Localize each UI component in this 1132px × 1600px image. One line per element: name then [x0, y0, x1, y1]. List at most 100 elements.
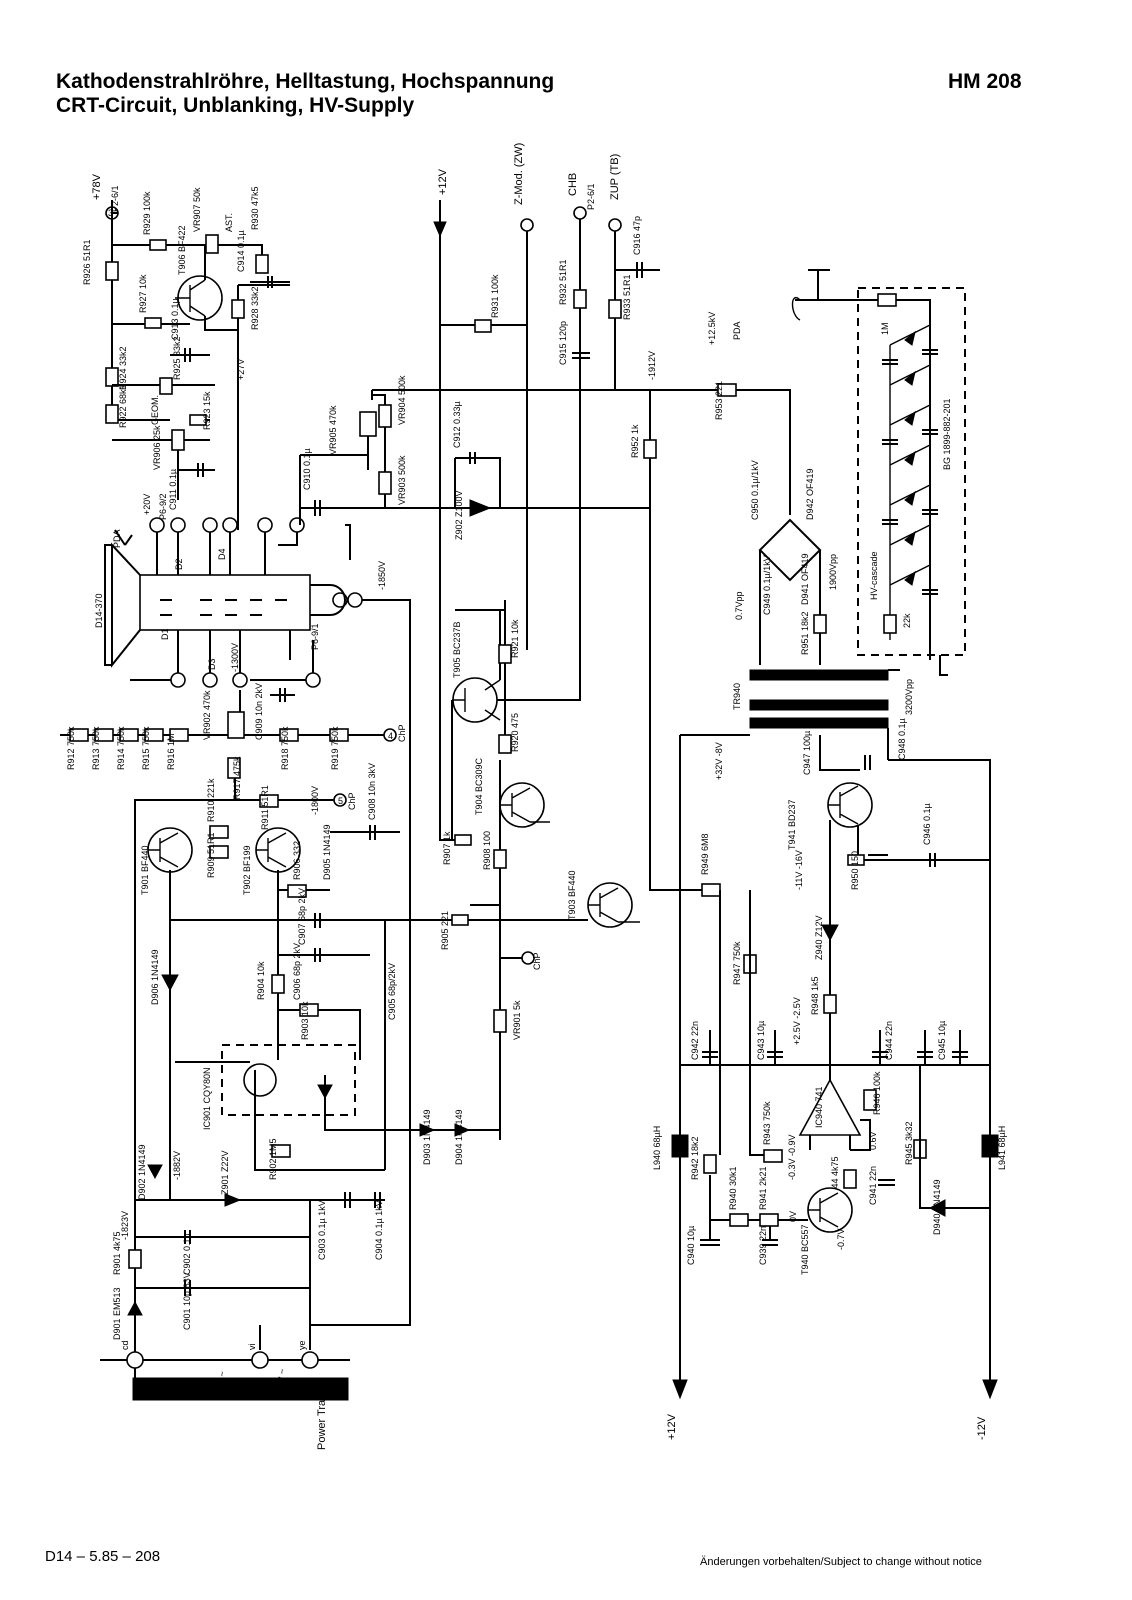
t902-label: T902 BF199 [242, 845, 252, 895]
ast-label: AST. [224, 213, 234, 232]
r925 [159, 377, 173, 395]
d904-label: D904 1N4149 [454, 1109, 464, 1165]
change-notice: Änderungen vorbehalten/Subject to change… [700, 1556, 982, 1568]
r907 [454, 834, 472, 846]
d14-label: D14-370 [94, 593, 104, 628]
l940 [671, 1134, 689, 1158]
vr904-label: VR904 500k [397, 375, 407, 425]
r919 [329, 728, 349, 742]
r952-label: R952 1k [630, 424, 640, 458]
r902-label: R902 1M5 [268, 1138, 278, 1180]
r927-label: R927 10k [138, 274, 148, 313]
c915-label: C915 120p [558, 321, 568, 365]
r1m [877, 293, 897, 307]
r908-label: R908 100 [482, 831, 492, 870]
r925-label: R925 33k2 [172, 336, 182, 380]
r907-label: R907 1k [442, 831, 452, 865]
v125-label: +12.5kV [707, 312, 717, 345]
connector-1 [232, 672, 248, 688]
r948-label: R948 1k5 [810, 976, 820, 1015]
r908 [493, 849, 507, 869]
r901 [128, 1249, 142, 1269]
v78-label: +78V [91, 173, 103, 200]
r923 [189, 414, 207, 426]
c948-label: C948 0.1µ [897, 718, 907, 760]
v32-label: +32V -8V [714, 742, 724, 780]
v03-label: -0.3V -0.9V [787, 1134, 797, 1180]
r928 [231, 299, 245, 319]
bridge-transformer: C950 0.1µ/1kV D942 OF419 C949 0.1µ/1kV D… [680, 460, 991, 1380]
d4-label: D4 [217, 548, 227, 560]
d941-label: D941 OF419 [800, 553, 810, 605]
t903-label: T903 BF440 [567, 870, 577, 920]
c940-label: C940 10µ [686, 1226, 696, 1265]
r930 [255, 254, 269, 274]
document-code: D14 – 5.85 – 208 [45, 1548, 161, 1565]
geom-label: GEOM. [150, 395, 160, 425]
chp5-label: ChP [347, 792, 357, 810]
d2-label: D2 [174, 558, 184, 570]
l940-label: L940 68µH [652, 1126, 662, 1170]
chp1-label: ChP [532, 952, 542, 970]
r946-label: R946 100k [872, 1071, 882, 1115]
model-number: HM 208 [948, 70, 1022, 93]
v25-label: +2.5V -2.5V [792, 997, 802, 1045]
p692-label: P6-9/2 [158, 493, 168, 520]
r927 [144, 317, 162, 329]
r950-label: R950 150 [850, 851, 860, 890]
unblanking-driver: T905 BC237B R921 10k R920 475 T904 BC309… [170, 600, 640, 1140]
v1900-label: 1900Vpp [828, 554, 838, 590]
r901-label: R901 4k75 [112, 1231, 122, 1275]
r943 [763, 1149, 783, 1163]
focus-divider: VR905 470k VR904 500k VR903 500k C910 0.… [299, 375, 720, 590]
c941-label: C941 22n [868, 1166, 878, 1205]
r940 [729, 1213, 749, 1227]
r942-label: R942 18k2 [690, 1136, 700, 1180]
r917-label: R917 475k [232, 756, 242, 800]
ic901-box [221, 1044, 356, 1116]
r905 [451, 914, 469, 926]
r922-label: R922 68k1 [118, 384, 128, 428]
tr940-core-bot [749, 717, 889, 729]
p261b-label: P2-6/1 [586, 183, 596, 210]
r943-label: R943 750k [762, 1101, 772, 1145]
p261-label: P2-6/1 [110, 185, 120, 212]
r941 [759, 1213, 779, 1227]
r903-label: R903 10k [300, 1001, 310, 1040]
v12top-label: +12V [437, 168, 449, 195]
v1800-label: -1800V [310, 786, 320, 815]
pda2-label: PDA [732, 321, 742, 340]
t901-label: T901 BF440 [140, 845, 150, 895]
r926 [105, 261, 119, 281]
v1882-label: -1882V [172, 1151, 182, 1180]
vr902 [227, 711, 245, 739]
connector-4 [383, 728, 397, 742]
r944 [843, 1169, 857, 1189]
r916-label: R916 1M [166, 733, 176, 770]
r930-label: R930 47k5 [250, 186, 260, 230]
c911-label: C911 0.1µ [168, 469, 178, 510]
z902-label: Z902 Z100V [454, 490, 464, 540]
r933-label: R933 51R1 [622, 274, 632, 320]
r947-label: R947 750k [732, 941, 742, 985]
crt-neck [139, 574, 311, 631]
vr903-label: VR903 500k [397, 455, 407, 505]
ye-label: ye [297, 1340, 307, 1350]
r945-label: R945 3k32 [904, 1121, 914, 1165]
c912-label: C912 0.33µ [452, 401, 462, 448]
top-inputs: +12V R931 100k Z-Mod. (ZW) CHB P2-6/1 R9… [433, 143, 791, 891]
chp4-label: ChP [397, 724, 407, 742]
cd-label: cd [120, 1340, 130, 1350]
r949-label: R949 6M8 [700, 833, 710, 875]
t941-label: T941 BD237 [787, 799, 797, 850]
tr940-label: TR940 [732, 683, 742, 710]
c939-label: C939 22n [758, 1226, 768, 1265]
r902 [271, 1144, 291, 1158]
v1850-label: -1850V [377, 561, 387, 590]
chb-label: CHB [567, 173, 579, 196]
c903-label: C903 0.1µ 1kV [317, 1200, 327, 1260]
r922 [105, 404, 119, 424]
vr904 [378, 404, 392, 428]
r1m-label: 1M [880, 322, 890, 335]
r950 [847, 854, 865, 866]
